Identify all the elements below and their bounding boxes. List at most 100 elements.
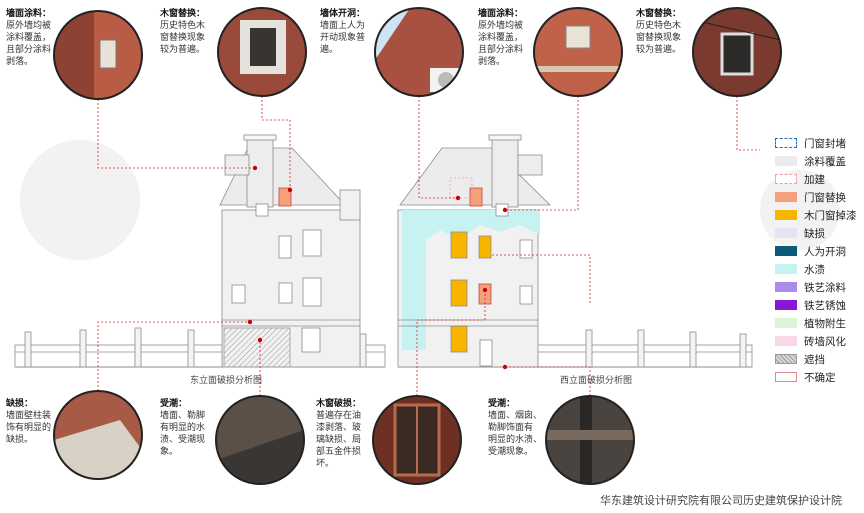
note-line: 受潮现象。 — [488, 447, 534, 457]
photo-moisture-west — [546, 396, 634, 484]
photo-window-broken — [373, 396, 461, 484]
legend-item: 植物附生 — [775, 314, 861, 332]
note-line: 历史特色木 — [160, 21, 206, 31]
legend-item: 铁艺涂料 — [775, 278, 861, 296]
leader-lines — [97, 96, 760, 396]
legend-label: 门窗封堵 — [804, 137, 846, 150]
legend-label: 水渍 — [804, 263, 825, 276]
legend-swatch — [775, 228, 797, 238]
photo-damage — [54, 391, 142, 479]
note-title: 受潮： — [488, 399, 516, 409]
legend-item: 人为开洞 — [775, 242, 861, 260]
note-line: 部五金件损 — [316, 447, 362, 457]
note-line: 墙面上人为 — [320, 21, 366, 31]
photo-circle-borders — [53, 7, 782, 485]
note-wall-coating-east: 墙面涂料： 原外墙均被 涂料覆盖， 且部分涂料 剥落。 — [6, 8, 51, 68]
legend-item: 门窗封堵 — [775, 134, 861, 152]
legend-item: 铁艺锈蚀 — [775, 296, 861, 314]
legend-label: 加建 — [804, 173, 825, 186]
legend-label: 不确定 — [804, 371, 836, 384]
note-line: 且部分涂料 — [478, 45, 524, 55]
note-line: 有明显的水 — [160, 423, 206, 433]
note-moisture-west: 受潮： 墙面、烟囱、 勒脚饰面有 明显的水渍、 受潮现象。 — [488, 398, 542, 458]
note-line: 原外墙均被 — [478, 21, 524, 31]
note-line: 较为普遍。 — [636, 45, 682, 55]
legend-swatch — [775, 138, 797, 148]
note-line: 墙面、勒脚 — [160, 411, 206, 421]
caption-west: 西立面破损分析图 — [560, 376, 633, 386]
note-line: 勒脚饰面有 — [488, 423, 534, 433]
legend-swatch — [775, 174, 797, 184]
note-line: 涂料覆盖， — [6, 33, 52, 43]
legend-label: 植物附生 — [804, 317, 846, 330]
note-title: 木窗替换： — [636, 9, 682, 19]
note-line: 涂料覆盖， — [478, 33, 524, 43]
note-wood-window-west: 木窗替换： 历史特色木 窗替换现象 较为普遍。 — [636, 8, 681, 56]
legend-swatch — [775, 192, 797, 202]
note-line: 象。 — [160, 447, 179, 457]
legend: 门窗封堵涂料覆盖加建门窗替换木门窗掉漆缺损人为开洞水渍铁艺涂料铁艺锈蚀植物附生砖… — [775, 134, 861, 386]
legend-swatch — [775, 318, 797, 328]
legend-swatch — [775, 156, 797, 166]
note-line: 剥落。 — [6, 57, 34, 67]
note-line: 坏。 — [316, 459, 335, 469]
legend-swatch — [775, 282, 797, 292]
legend-label: 缺损 — [804, 227, 825, 240]
note-line: 墙面、烟囱、 — [488, 411, 543, 421]
note-line: 渍、受潮现 — [160, 435, 206, 445]
note-line: 缺损。 — [6, 435, 34, 445]
photo-wood-window-east — [218, 8, 306, 96]
note-title: 墙面涂料： — [478, 9, 524, 19]
note-wall-coating-west: 墙面涂料： 原外墙均被 涂料覆盖， 且部分涂料 剥落。 — [478, 8, 523, 68]
note-line: 遍。 — [320, 45, 339, 55]
note-line: 剥落。 — [478, 57, 506, 67]
caption-east: 东立面破损分析图 — [190, 376, 263, 386]
legend-label: 遮挡 — [804, 353, 825, 366]
east-elevation — [14, 134, 386, 368]
legend-label: 门窗替换 — [804, 191, 846, 204]
legend-item: 木门窗掉漆 — [775, 206, 861, 224]
note-line: 历史特色木 — [636, 21, 682, 31]
note-line: 漆剥落、玻 — [316, 423, 362, 433]
note-title: 木窗替换： — [160, 9, 206, 19]
note-line: 较为普遍。 — [160, 45, 206, 55]
note-title: 木窗破损： — [316, 399, 362, 409]
note-wood-window-east: 木窗替换： 历史特色木 窗替换现象 较为普遍。 — [160, 8, 205, 56]
legend-item: 不确定 — [775, 368, 861, 386]
note-line: 普遍存在油 — [316, 411, 362, 421]
note-title: 受潮： — [160, 399, 188, 409]
legend-swatch — [775, 372, 797, 382]
legend-label: 铁艺涂料 — [804, 281, 846, 294]
note-line: 开动现象普 — [320, 33, 366, 43]
note-line: 且部分涂料 — [6, 45, 52, 55]
note-line: 窗替换现象 — [636, 33, 682, 43]
legend-swatch — [775, 300, 797, 310]
legend-item: 遮挡 — [775, 350, 861, 368]
note-line: 墙面壁柱装 — [6, 411, 52, 421]
note-title: 墙体开洞： — [320, 9, 366, 19]
leader-dots — [247, 165, 508, 370]
legend-label: 铁艺锈蚀 — [804, 299, 846, 312]
note-wall-opening: 墙体开洞： 墙面上人为 开动现象普 遍。 — [320, 8, 365, 56]
legend-item: 加建 — [775, 170, 861, 188]
watermark — [20, 140, 840, 260]
footer-org: 华东建筑设计研究院有限公司历史建筑保护设计院 — [600, 494, 842, 507]
note-line: 窗替换现象 — [160, 33, 206, 43]
legend-swatch — [775, 246, 797, 256]
legend-swatch — [775, 354, 797, 364]
note-title: 缺损： — [6, 399, 34, 409]
west-elevation — [397, 134, 753, 368]
legend-label: 砖墙风化 — [804, 335, 846, 348]
legend-label: 涂料覆盖 — [804, 155, 846, 168]
photo-wall-coating-west — [534, 8, 622, 96]
legend-item: 门窗替换 — [775, 188, 861, 206]
legend-item: 水渍 — [775, 260, 861, 278]
note-damage: 缺损： 墙面壁柱装 饰有明显的 缺损。 — [6, 398, 51, 446]
photo-moisture-east — [216, 396, 304, 484]
legend-label: 木门窗掉漆 — [804, 209, 857, 222]
note-line: 明显的水渍、 — [488, 435, 543, 445]
legend-swatch — [775, 264, 797, 274]
note-moisture-east: 受潮： 墙面、勒脚 有明显的水 渍、受潮现 象。 — [160, 398, 205, 458]
